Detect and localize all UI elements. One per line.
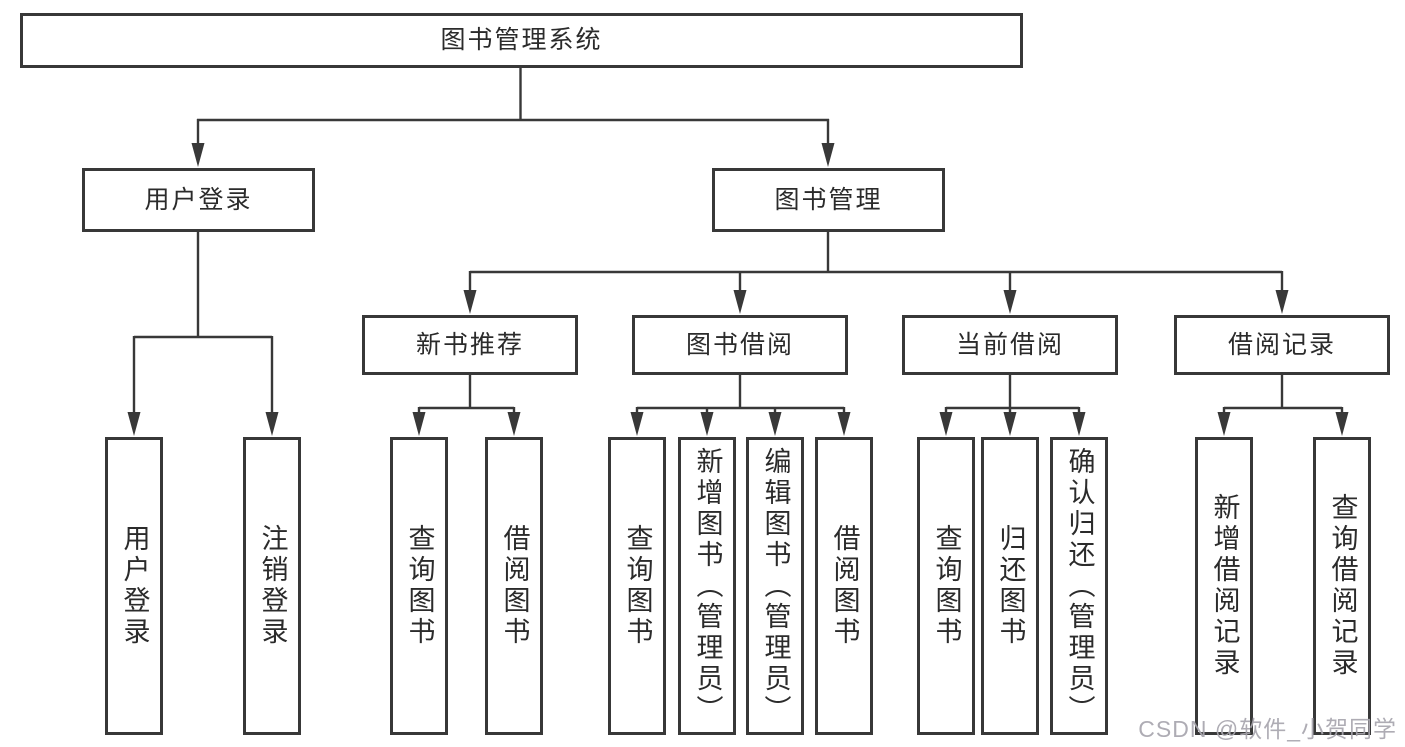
leaf-label: 编辑图书（管理员） xyxy=(760,446,791,726)
leaf-label: 归还图书 xyxy=(995,524,1026,648)
leaf-label: 注销登录 xyxy=(257,524,288,648)
leaf-label: 查询图书 xyxy=(931,524,962,648)
leaf-query-books-recommend: 查询图书 xyxy=(390,437,448,735)
leaf-edit-book-admin: 编辑图书（管理员） xyxy=(746,437,804,735)
leaf-label: 新增借阅记录 xyxy=(1209,493,1240,679)
leaf-logout: 注销登录 xyxy=(243,437,301,735)
leaf-label: 借阅图书 xyxy=(499,524,530,648)
leaf-query-books-current: 查询图书 xyxy=(917,437,975,735)
node-book-borrow: 图书借阅 xyxy=(632,315,848,375)
leaf-add-borrow-record: 新增借阅记录 xyxy=(1195,437,1253,735)
node-book-management: 图书管理 xyxy=(712,168,945,232)
leaf-add-book-admin: 新增图书（管理员） xyxy=(678,437,736,735)
node-borrow-record: 借阅记录 xyxy=(1174,315,1390,375)
leaf-label: 新增图书（管理员） xyxy=(692,446,723,726)
leaf-borrow-books: 借阅图书 xyxy=(815,437,873,735)
leaf-return-book: 归还图书 xyxy=(981,437,1039,735)
leaf-query-borrow-record: 查询借阅记录 xyxy=(1313,437,1371,735)
leaf-borrow-books-recommend: 借阅图书 xyxy=(485,437,543,735)
leaf-query-books-borrow: 查询图书 xyxy=(608,437,666,735)
leaf-label: 用户登录 xyxy=(119,524,150,648)
node-new-book-recommend: 新书推荐 xyxy=(362,315,578,375)
leaf-label: 查询图书 xyxy=(404,524,435,648)
leaf-label: 查询借阅记录 xyxy=(1327,493,1358,679)
leaf-label: 查询图书 xyxy=(622,524,653,648)
node-root-library-system: 图书管理系统 xyxy=(20,13,1023,68)
leaf-label: 确认归还（管理员） xyxy=(1064,446,1095,726)
node-user-login: 用户登录 xyxy=(82,168,315,232)
leaf-confirm-return-admin: 确认归还（管理员） xyxy=(1050,437,1108,735)
node-current-borrow: 当前借阅 xyxy=(902,315,1118,375)
leaf-user-login: 用户登录 xyxy=(105,437,163,735)
leaf-label: 借阅图书 xyxy=(829,524,860,648)
